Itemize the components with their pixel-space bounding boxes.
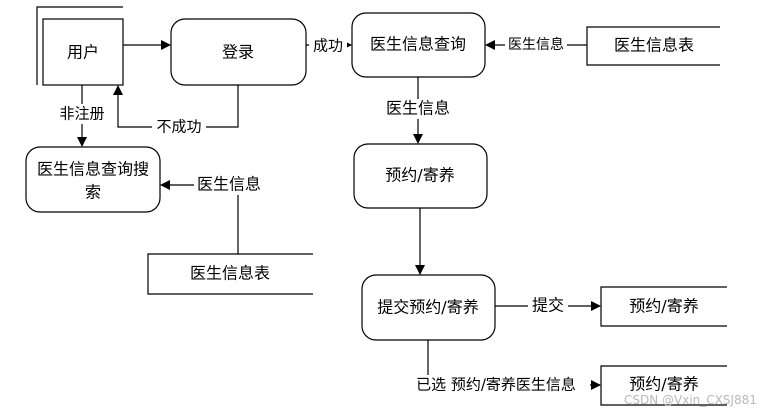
flow-unregistered-label: 非注册 <box>59 105 104 123</box>
flow-doctor-table-to-search <box>160 180 239 254</box>
store-doctor-table-top: 医生信息表 <box>586 26 720 66</box>
process-doctor-search-label-2: 索 <box>85 183 101 202</box>
flow-submit-label: 提交 <box>532 296 564 315</box>
watermark: CSDN @Vxin_CXSJ881 <box>624 393 757 407</box>
process-booking: 预约/寄养 <box>353 143 488 209</box>
process-submit-booking-label: 提交预约/寄养 <box>377 298 478 317</box>
process-booking-label: 预约/寄养 <box>385 166 454 185</box>
flow-selected-label: 已选 预约/寄养医生信息 <box>416 376 576 394</box>
store-booking-2: 预约/寄养 <box>600 365 727 406</box>
process-doctor-query-label: 医生信息查询 <box>370 35 466 54</box>
store-doctor-table-bottom: 医生信息表 <box>147 253 313 295</box>
entity-user-label: 用户 <box>67 43 99 62</box>
process-doctor-search: 医生信息查询搜 索 <box>25 146 161 213</box>
flow-doctor-info-1-label: 医生信息 <box>508 36 564 53</box>
process-doctor-search-label-1: 医生信息查询搜 <box>37 160 149 179</box>
store-booking-1: 预约/寄养 <box>600 286 727 327</box>
process-submit-booking: 提交预约/寄养 <box>361 274 496 341</box>
flow-doctor-info-3-label: 医生信息 <box>197 175 261 194</box>
process-doctor-query: 医生信息查询 <box>351 12 486 78</box>
flow-doctor-info-2-label: 医生信息 <box>386 99 450 118</box>
store-doctor-table-top-label: 医生信息表 <box>614 36 694 55</box>
entity-user: 用户 <box>36 6 124 86</box>
store-booking-1-label: 预约/寄养 <box>629 297 698 316</box>
flow-fail-label: 不成功 <box>156 118 201 136</box>
store-booking-2-label: 预约/寄养 <box>629 375 698 394</box>
process-login-label: 登录 <box>222 43 254 62</box>
process-login: 登录 <box>170 18 307 86</box>
store-doctor-table-bottom-label: 医生信息表 <box>190 264 270 283</box>
flow-success-label: 成功 <box>313 37 343 55</box>
